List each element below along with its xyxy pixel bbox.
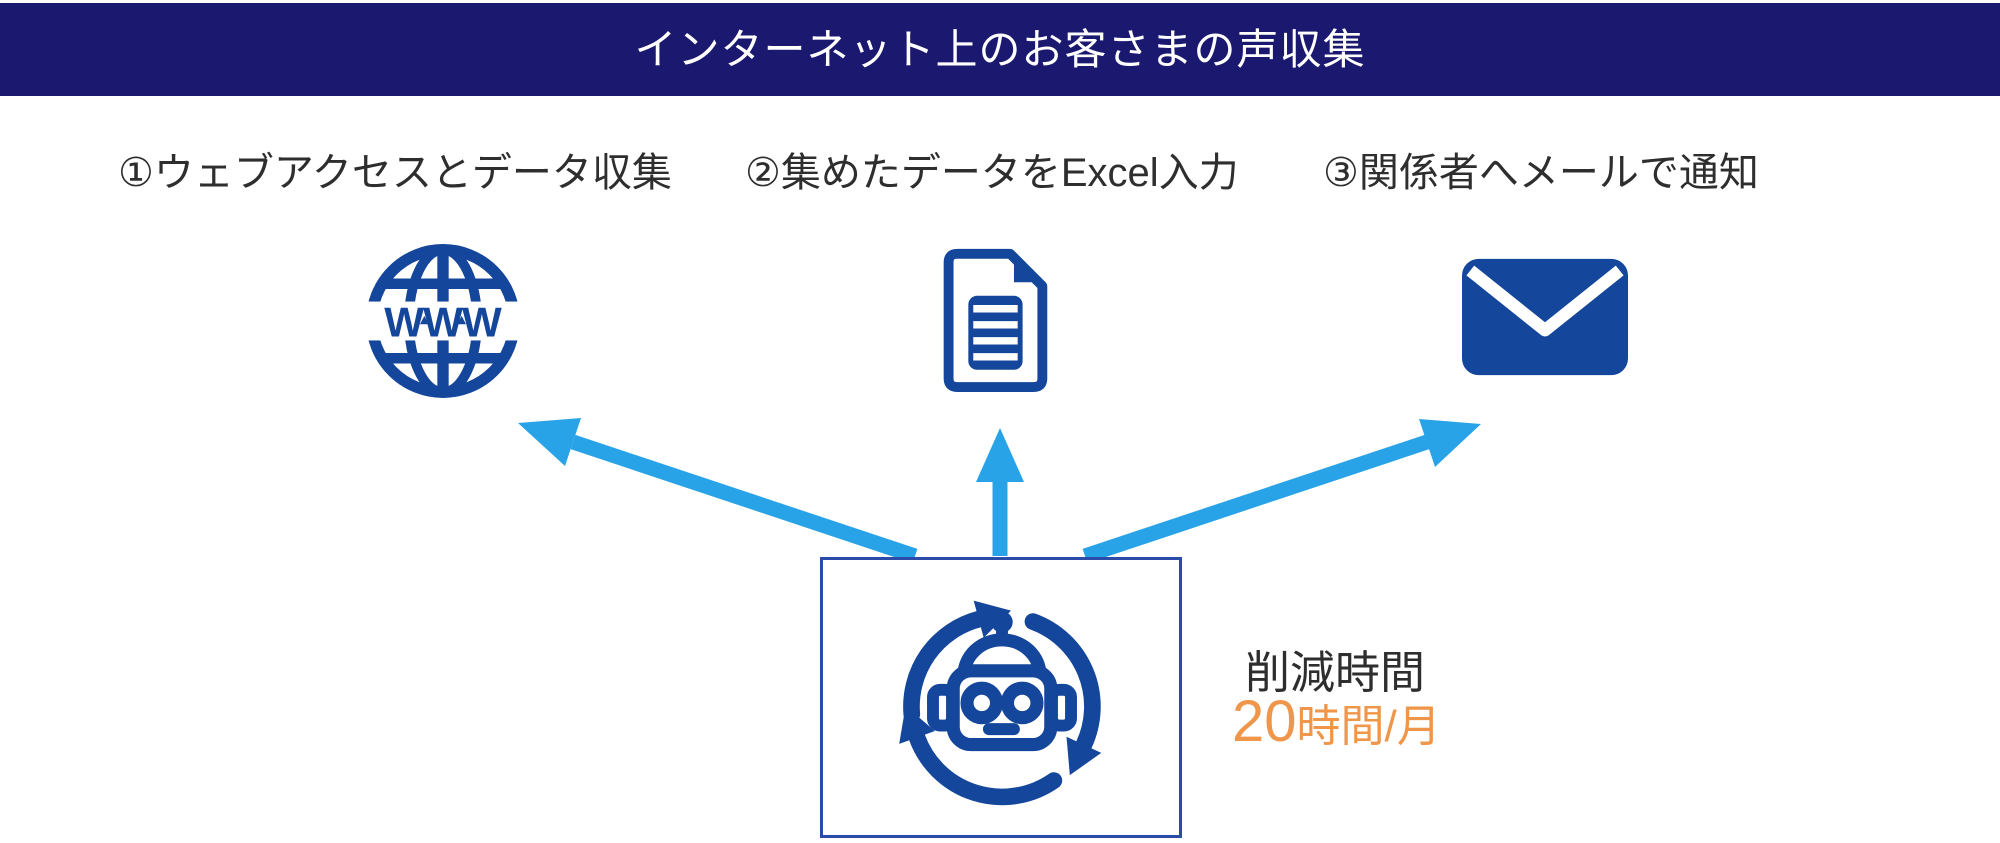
rpa-robot-box <box>820 557 1182 838</box>
flow-arrows <box>518 418 1481 564</box>
rpa-robot-sync-icon <box>899 600 1102 806</box>
step1-label: ①ウェブアクセスとデータ収集 <box>118 151 672 195</box>
svg-text:W: W <box>462 298 502 345</box>
page-title: インターネット上のお客さまの声収集 <box>634 26 1366 73</box>
step3-label: ③関係者へメールで通知 <box>1323 151 1759 195</box>
document-icon <box>931 244 1055 392</box>
svg-text:W: W <box>384 298 424 345</box>
savings-value: 20 <box>1232 689 1297 754</box>
www-globe-icon: W W W <box>357 240 529 402</box>
step2-label: ②集めたデータをExcel入力 <box>745 151 1239 195</box>
arrow-to-excel <box>976 428 1024 556</box>
savings-unit: 時間/月 <box>1296 702 1441 751</box>
arrow-to-mail <box>1082 419 1481 564</box>
title-banner: インターネット上のお客さまの声収集 <box>0 3 2000 96</box>
svg-text:W: W <box>423 298 463 345</box>
arrow-to-web <box>518 418 918 564</box>
savings-label: 削減時間 <box>1245 647 1426 698</box>
mail-icon <box>1462 258 1628 376</box>
